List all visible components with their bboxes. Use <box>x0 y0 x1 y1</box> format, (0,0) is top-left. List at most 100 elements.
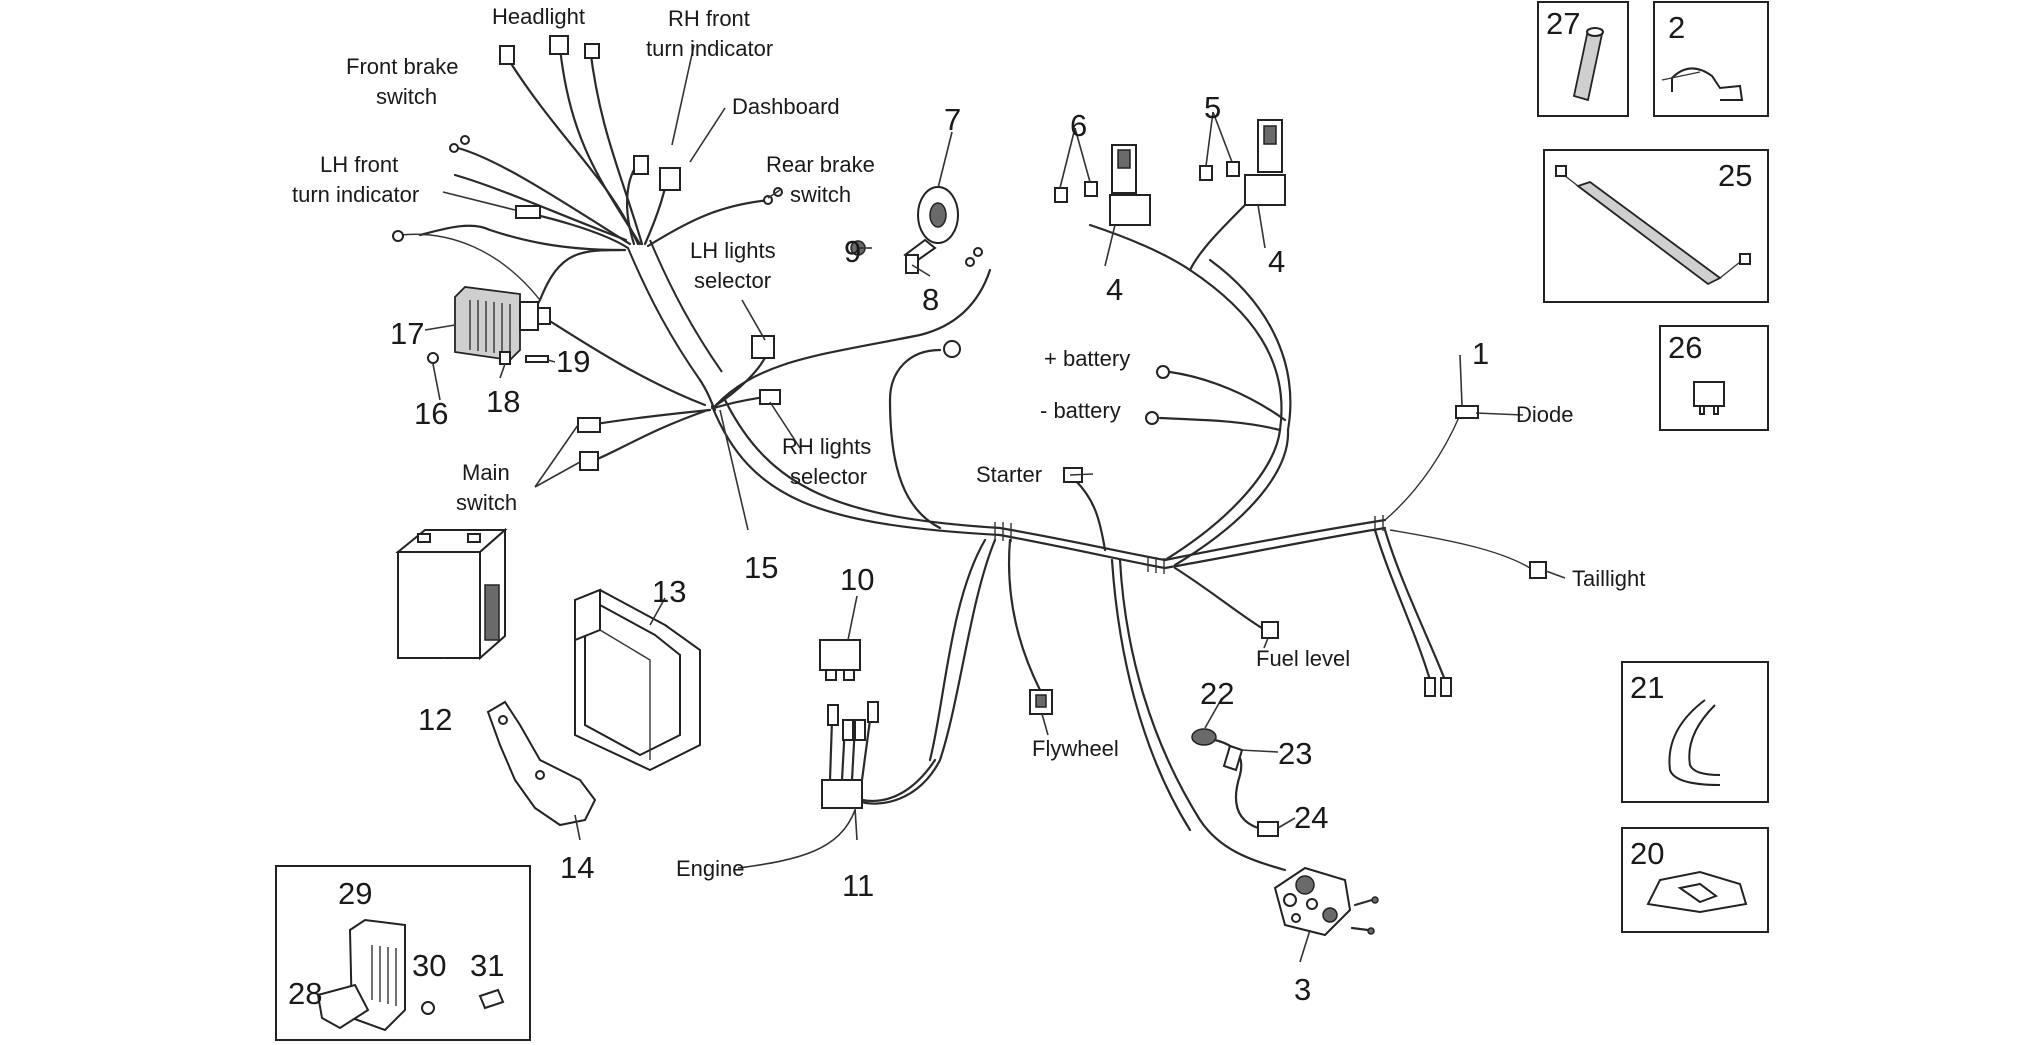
part-number-26: 26 <box>1668 330 1702 365</box>
relay-10 <box>819 639 861 681</box>
rear-brake-terminal-a <box>763 195 773 205</box>
label-starter: Starter <box>976 462 1042 487</box>
label-headlight: Headlight <box>492 4 585 29</box>
label-lh-front-turn-1: LH front <box>320 152 398 177</box>
main-switch-connector-b <box>579 451 599 471</box>
battery <box>395 527 508 661</box>
fuses-5 <box>1199 161 1240 181</box>
inset-20 <box>1621 827 1769 933</box>
regulator-nut-16 <box>427 352 439 364</box>
voltage-regulator <box>427 286 549 365</box>
fuses-6 <box>1054 181 1098 203</box>
part-number-9: 9 <box>844 234 861 269</box>
label-lh-lights-2: selector <box>694 268 771 293</box>
front-brake-terminal-b <box>460 135 470 145</box>
regulator-screw-19 <box>525 355 549 363</box>
leader-lines <box>424 44 1566 963</box>
part-number-12: 12 <box>418 702 452 737</box>
inset-28-31 <box>275 865 531 1041</box>
part-number-14: 14 <box>560 850 594 885</box>
label-fuel-level: Fuel level <box>1256 646 1350 671</box>
headlight-connector-b <box>549 35 569 55</box>
front-brake-terminal-a <box>449 143 459 153</box>
label-taillight: Taillight <box>1572 566 1645 591</box>
part-number-10: 10 <box>840 562 874 597</box>
label-main-switch-2: switch <box>456 490 517 515</box>
headlight-connector-a <box>499 45 515 65</box>
part-number-20: 20 <box>1630 836 1664 871</box>
label-flywheel: Flywheel <box>1032 736 1119 761</box>
part-number-3: 3 <box>1294 972 1311 1007</box>
regulator-spacer-18 <box>499 351 511 365</box>
label-rh-front-turn-1: RH front <box>668 6 750 31</box>
dashboard-connector <box>659 167 681 191</box>
part-number-19: 19 <box>556 344 590 379</box>
label-rh-front-turn-2: turn indicator <box>646 36 773 61</box>
text-labels: Headlight RH front turn indicator Front … <box>292 4 1645 881</box>
mounting-bracket <box>486 700 597 827</box>
relay-left <box>1109 144 1151 226</box>
label-diode: Diode <box>1516 402 1573 427</box>
part-number-15: 15 <box>744 550 778 585</box>
relay-socket-11 <box>821 701 937 809</box>
part-number-28: 28 <box>288 976 322 1011</box>
rear-turn-connector-a <box>1424 677 1436 697</box>
rh-lights-connector <box>759 389 781 405</box>
taillight-connector <box>1529 561 1547 579</box>
part-number-11: 11 <box>842 868 874 903</box>
part-number-24: 24 <box>1294 800 1328 835</box>
part-number-17: 17 <box>390 316 424 351</box>
label-engine: Engine <box>676 856 745 881</box>
part-number-13: 13 <box>652 574 686 609</box>
lh-lights-connector <box>751 335 775 359</box>
main-harness <box>627 198 1531 872</box>
part-number-4-right: 4 <box>1268 244 1285 279</box>
part-number-16: 16 <box>414 396 448 431</box>
flywheel-connector <box>1029 689 1053 715</box>
part-number-1: 1 <box>1472 336 1489 371</box>
label-front-brake-2: switch <box>376 84 437 109</box>
part-number-18: 18 <box>486 384 520 419</box>
label-rh-lights-2: selector <box>790 464 867 489</box>
label-rear-brake-1: Rear brake <box>766 152 875 177</box>
inset-2 <box>1653 1 1769 117</box>
part-number-23: 23 <box>1278 736 1312 771</box>
horn-bolt <box>905 254 919 274</box>
label-minus-battery: - battery <box>1040 398 1121 423</box>
horn <box>850 186 983 274</box>
label-main-switch-1: Main <box>462 460 510 485</box>
plus-battery-terminal <box>1156 365 1170 379</box>
part-numbers: 1 2 3 4 4 5 6 7 8 9 10 11 12 13 14 15 16… <box>288 6 1752 1011</box>
label-front-brake-1: Front brake <box>346 54 459 79</box>
part-number-21: 21 <box>1630 670 1664 705</box>
part-number-6: 6 <box>1070 108 1087 143</box>
relay-right <box>1244 119 1286 206</box>
part-number-29: 29 <box>338 876 372 911</box>
part-number-27: 27 <box>1546 6 1580 41</box>
headlight-connector-c <box>584 43 600 59</box>
minus-battery-terminal <box>1145 411 1159 425</box>
front-connectors <box>392 35 1547 697</box>
inset-21 <box>1621 661 1769 803</box>
part-number-31: 31 <box>470 948 504 983</box>
spark-plug-cap <box>1191 728 1279 837</box>
battery-box <box>574 588 701 772</box>
inset-25 <box>1543 149 1769 303</box>
rh-front-turn-connector <box>633 155 649 175</box>
part-number-8: 8 <box>922 282 939 317</box>
rear-turn-connector-b <box>1440 677 1452 697</box>
ignition-unit <box>1273 866 1379 937</box>
label-lh-front-turn-2: turn indicator <box>292 182 419 207</box>
part-number-7: 7 <box>944 102 961 137</box>
label-lh-lights-1: LH lights <box>690 238 776 263</box>
label-plus-battery: + battery <box>1044 346 1130 371</box>
part-number-5: 5 <box>1204 90 1221 125</box>
fuel-level-connector <box>1261 621 1279 639</box>
label-rh-lights-1: RH lights <box>782 434 871 459</box>
regulator-terminal <box>392 230 404 242</box>
label-dashboard: Dashboard <box>732 94 840 119</box>
ground-ring-terminal <box>943 340 961 358</box>
inset-27 <box>1537 1 1629 117</box>
part-number-4-left: 4 <box>1106 272 1123 307</box>
